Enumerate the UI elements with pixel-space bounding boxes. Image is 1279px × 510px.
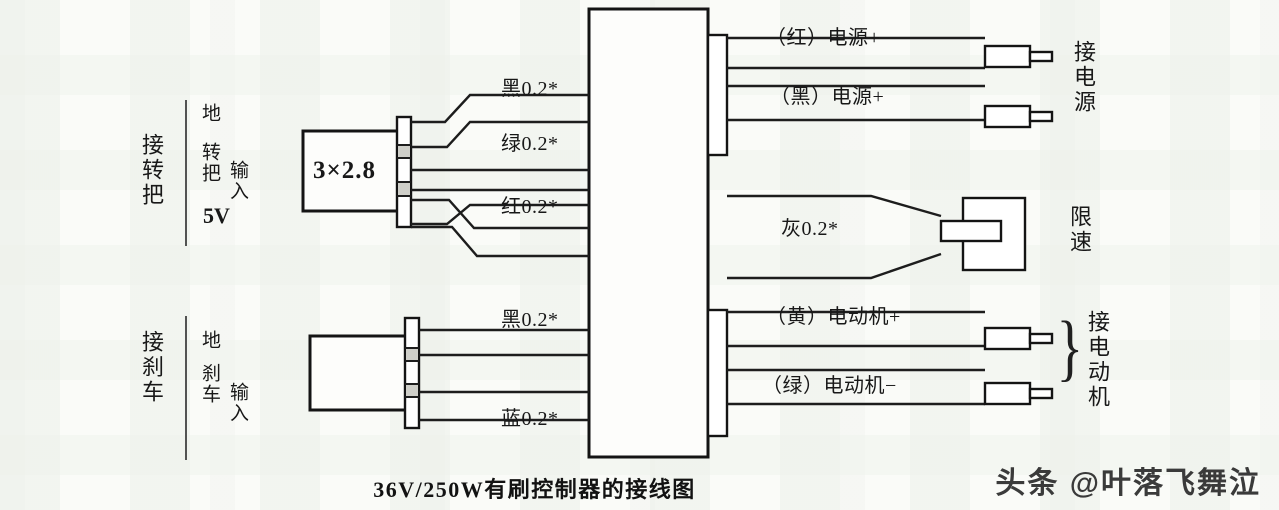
right-group-label-power: 接电源 [1071,40,1096,115]
wire-label-gray: 灰0.2* [781,218,839,240]
terminal-label-power-minus: （黑）电源+ [770,86,885,108]
speed-limit-plug [939,196,1027,272]
figure-caption-text: 36V/250W有刷控制器的接线图 [373,477,696,502]
figure-caption: 36V/250W有刷控制器的接线图 [0,472,1279,504]
wire-black-top-throttle [411,93,589,149]
bullet-connector-motor-minus [983,381,1054,406]
right-group-label-motor: 接电动机 [1085,310,1110,410]
throttle-terminal-strip [395,115,413,229]
wire-gray-speed-limit [727,194,942,280]
controller-output-connector-bottom [706,308,729,438]
wire-label-red: 红0.2* [501,196,559,218]
brake-terminal-strip [403,316,421,430]
motor-group-brace: } [1056,307,1084,389]
controller-body [587,7,710,459]
right-group-label-speed-limit: 限速 [1067,205,1092,255]
group-label-throttle-input: 输入 [227,160,248,202]
controller-output-connector-top [706,33,729,157]
wire-black-bottom-brake [419,328,589,357]
wire-red-throttle [411,198,589,230]
wire-label-black-bottom: 黑0.2* [501,309,559,331]
group-label-brake-signal: 刹车 [199,363,220,405]
group-label-brake-ground: 地 [199,330,220,351]
wire-power-plus [727,36,985,70]
throttle-box-size-label: 3×2.8 [313,157,376,184]
terminal-label-motor-minus: （绿）电动机− [762,375,897,397]
group-label-throttle-outer: 接转把 [139,133,164,208]
bullet-connector-power-plus [983,44,1054,69]
wire-power-minus [727,84,985,122]
wire-label-blue: 蓝0.2* [501,408,559,430]
group-label-throttle-signal: 转把 [199,142,220,184]
wire-label-green: 绿0.2* [501,133,559,155]
wire-motor-plus [727,310,985,348]
group-label-brake-outer: 接刹车 [139,330,164,405]
bullet-connector-motor-plus [983,326,1054,351]
bullet-connector-power-minus [983,104,1054,129]
group-label-brake-input: 输入 [227,382,248,424]
wire-motor-minus [727,368,985,406]
wire-green-throttle [411,168,589,192]
wire-blue-brake [419,390,589,422]
brake-connector-box [308,334,410,412]
group-label-throttle-voltage: 5V [203,203,230,228]
wire-throttle-bundle-edge [411,225,589,258]
terminal-label-motor-plus: （黄）电动机+ [766,306,901,328]
terminal-label-power-plus: （红）电源+ [766,27,881,49]
group-label-throttle-ground: 地 [199,103,220,124]
wire-label-black-top: 黑0.2* [501,78,559,100]
watermark: 头条 @叶落飞舞泣 [995,467,1261,500]
